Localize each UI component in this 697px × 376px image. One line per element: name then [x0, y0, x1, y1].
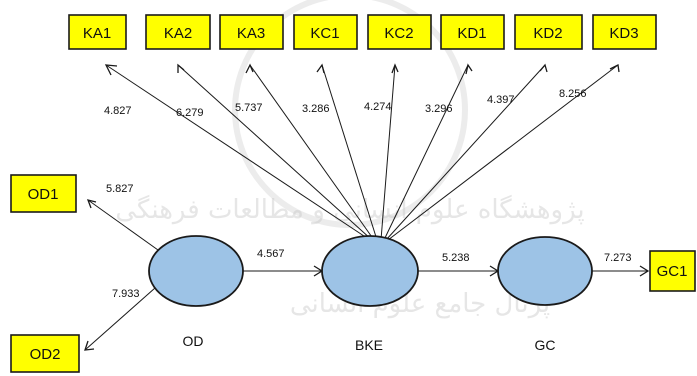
construct-bke-label: BKE [355, 337, 383, 353]
construct-gc [497, 236, 593, 306]
construct-od-label: OD [183, 333, 204, 349]
indicator-kc2-label: KC2 [384, 25, 413, 42]
arrowhead-ka1 [104, 64, 118, 76]
construct-od [148, 235, 244, 307]
indicator-kd1-label: KD1 [457, 25, 486, 42]
coef-od-od2: 7.933 [112, 288, 140, 300]
indicator-kd3: KD3 [592, 14, 657, 50]
coef-od-bke: 4.567 [257, 248, 285, 260]
arrowhead-kc2 [391, 63, 399, 74]
coef-kc2: 4.274 [364, 101, 392, 113]
edge-bke-kc2 [380, 64, 396, 241]
coef-kd3: 8.256 [559, 88, 587, 100]
edge-od-od1 [87, 199, 159, 251]
arrowhead-ka2 [177, 63, 185, 73]
arrowhead-kd3 [609, 64, 620, 73]
indicator-ka2-label: KA2 [164, 25, 192, 42]
edge-bke-ka2 [177, 64, 373, 241]
indicator-kd1: KD1 [440, 14, 505, 50]
indicator-ka3: KA3 [219, 14, 284, 50]
indicator-od1: OD1 [10, 174, 77, 213]
edge-bke-kc1 [321, 64, 378, 241]
construct-gc-label: GC [535, 337, 556, 353]
arrowhead-od1 [86, 199, 97, 209]
coef-ka1: 4.827 [104, 105, 132, 117]
coef-kd2: 4.397 [487, 94, 515, 106]
coef-kd1: 3.296 [425, 103, 453, 115]
indicator-ka1: KA1 [68, 14, 127, 50]
indicator-od2-label: OD2 [30, 346, 61, 363]
arrowhead-ka3 [245, 63, 254, 74]
indicator-gc1-label: GC1 [657, 263, 688, 280]
indicator-ka2: KA2 [145, 14, 211, 50]
arrowhead-kd2 [539, 63, 548, 73]
indicator-od2: OD2 [10, 334, 80, 373]
indicator-kc2: KC2 [367, 14, 432, 50]
coef-bke-gc: 5.238 [442, 252, 470, 264]
arrowhead-od2 [84, 340, 95, 351]
indicator-ka3-label: KA3 [237, 25, 265, 42]
coef-ka3: 5.737 [235, 102, 263, 114]
arrowhead-kd1 [465, 63, 473, 75]
edge-bke-kd3 [387, 64, 619, 241]
arrowhead-kc1 [316, 63, 325, 74]
coef-od-od1: 5.827 [106, 183, 134, 195]
indicator-kc1-label: KC1 [310, 25, 339, 42]
edge-bke-kd2 [385, 64, 546, 241]
arrowhead-gc1 [639, 265, 650, 277]
edge-bke-kd1 [383, 64, 469, 241]
indicator-kd3-label: KD3 [609, 25, 638, 42]
indicator-kd2-label: KD2 [533, 25, 562, 42]
indicator-ka1-label: KA1 [83, 25, 111, 42]
construct-bke [321, 235, 419, 307]
watermark: پژوهشگاه علوم انسانی و مطالعات فرهنگی پر… [115, 0, 585, 319]
edges [84, 64, 648, 351]
coef-kc1: 3.286 [302, 103, 330, 115]
indicator-od1-label: OD1 [28, 186, 59, 203]
coef-ka2: 6.279 [176, 107, 204, 119]
edge-bke-ka3 [249, 64, 375, 241]
indicator-kd2: KD2 [514, 14, 583, 50]
edge-od-od2 [84, 287, 156, 351]
edge-bke-ka1 [105, 64, 371, 241]
indicator-gc1: GC1 [649, 250, 696, 292]
coefficients: 4.827 6.279 5.737 3.286 4.274 3.296 4.39… [104, 88, 632, 300]
indicator-kc1: KC1 [293, 14, 358, 50]
coef-gc-gc1: 7.273 [604, 252, 632, 264]
watermark-seal-shape [232, 0, 468, 228]
